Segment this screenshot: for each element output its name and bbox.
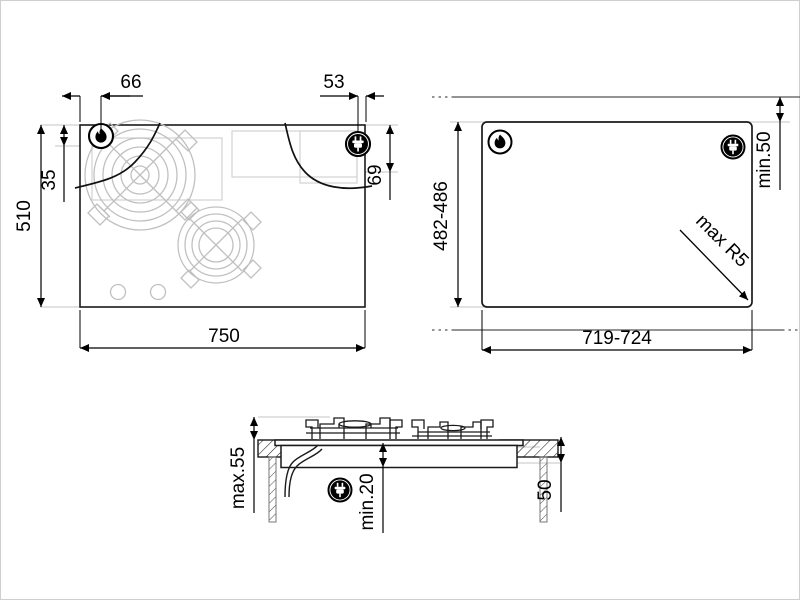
dimension-482-486: 482-486	[431, 122, 462, 307]
dimension-53-label: 53	[323, 72, 344, 93]
plug-icon	[327, 477, 353, 503]
dimension-53: 53	[320, 72, 384, 132]
dimension-510: 510	[14, 125, 45, 307]
dimension-max55: max.55	[228, 417, 258, 513]
hob-glass-top	[274, 439, 524, 447]
dimension-482-486-label: 482-486	[431, 181, 452, 251]
cutout-outline	[481, 121, 753, 308]
flame-icon	[487, 129, 513, 155]
plug-icon	[720, 134, 746, 160]
power-cable-inner	[288, 448, 323, 498]
dimension-max55-label: max.55	[228, 447, 249, 509]
dimension-min20-label: min.20	[357, 473, 378, 530]
cutout-view-group: 482-486 719-724 min.50 max R5	[431, 96, 800, 354]
break-line-left	[74, 122, 161, 189]
section-view-group: max.55 min.20 50	[228, 416, 565, 533]
dimension-69: 69	[365, 125, 394, 200]
dimension-66: 66	[62, 72, 143, 132]
dimension-min50: min.50	[754, 97, 784, 190]
break-line-right	[284, 122, 373, 189]
burner-small	[177, 201, 262, 289]
cabinet-wall-right	[539, 456, 548, 523]
dimension-50-label: 50	[535, 479, 556, 500]
dimension-35-label: 35	[39, 169, 60, 190]
dimension-750-label: 750	[208, 326, 240, 347]
cabinet-wall-left	[268, 456, 277, 523]
dimension-69-label: 69	[365, 164, 386, 185]
section-burner-left	[305, 417, 403, 439]
dimension-510-label: 510	[14, 200, 35, 232]
section-burner-right	[411, 419, 494, 439]
control-knob-2[interactable]	[149, 283, 167, 301]
dimension-719-724: 719-724	[481, 310, 753, 354]
dimension-min50-label: min.50	[754, 131, 775, 188]
dimension-750: 750	[79, 310, 366, 352]
control-knob-1[interactable]	[109, 283, 127, 301]
plug-icon	[344, 130, 372, 158]
dimension-50: 50	[535, 437, 565, 512]
hob-outline	[79, 124, 366, 308]
power-cable-outer	[284, 444, 319, 498]
dimension-min20: min.20	[357, 443, 387, 533]
dimension-66-label: 66	[120, 72, 141, 93]
top-view-group: 66 53 35 69 510	[14, 72, 398, 352]
hob-body-box	[280, 444, 518, 469]
dimension-719-724-label: 719-724	[582, 328, 652, 349]
